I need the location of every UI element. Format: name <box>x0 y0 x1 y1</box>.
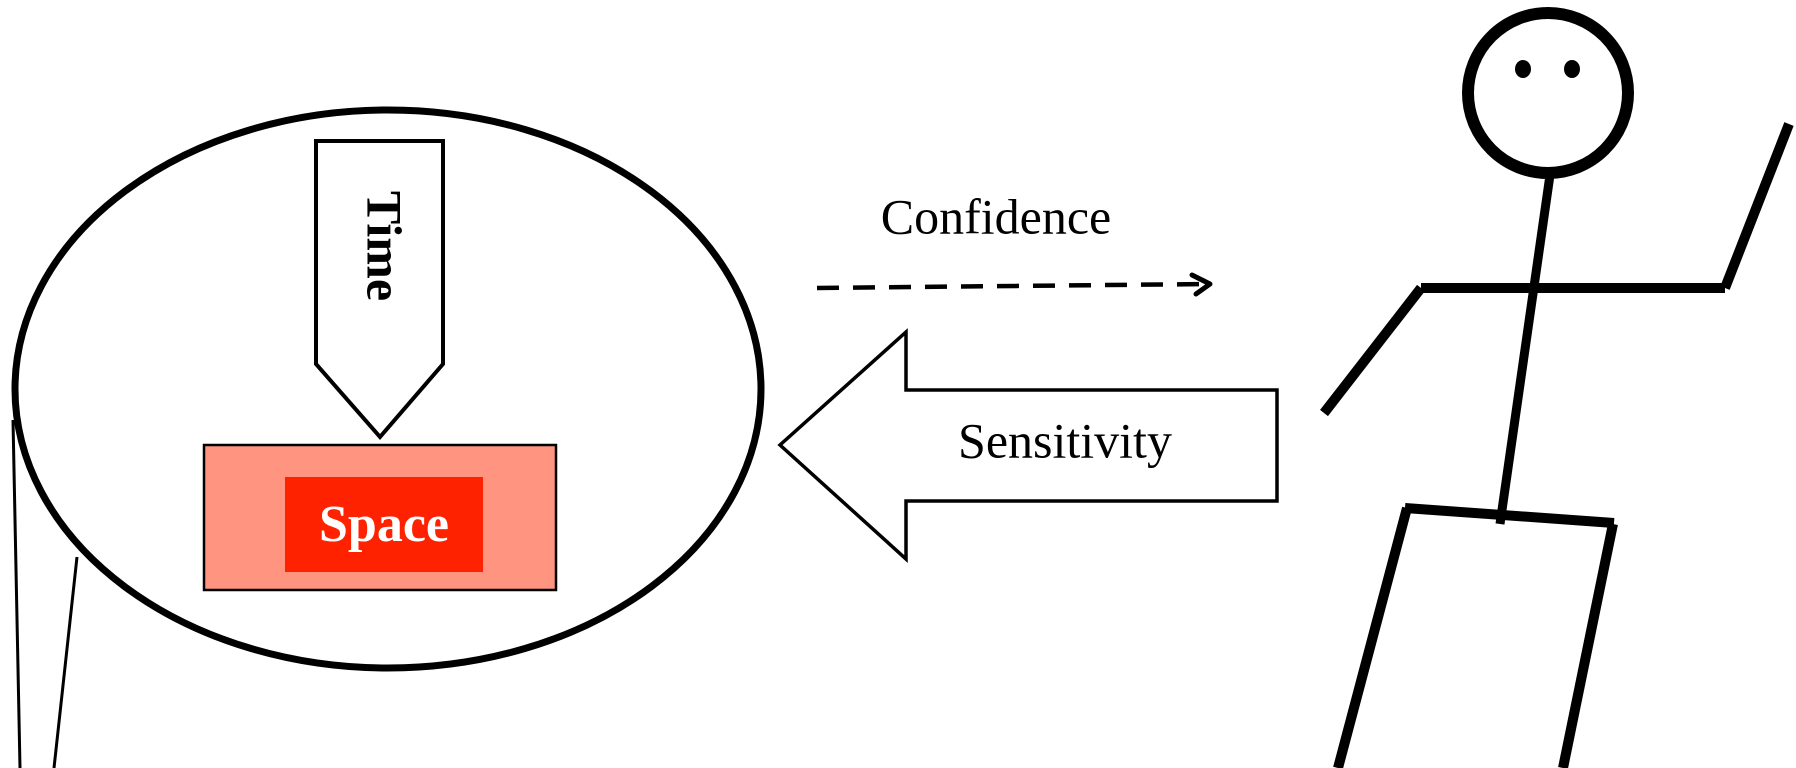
time-arrow: Time <box>314 139 445 441</box>
sensitivity-arrow: Sensitivity <box>777 328 1279 563</box>
space-inner-rect <box>285 477 483 572</box>
time-arrow-shape <box>314 139 445 441</box>
stick-figure-eye-left <box>1515 60 1531 78</box>
confidence-label: Confidence <box>881 188 1111 244</box>
space-box: Space <box>202 443 558 592</box>
stick-figure-head <box>1462 7 1634 179</box>
stick-figure-right-leg <box>1558 522 1618 768</box>
support-lines <box>11 419 79 768</box>
stick-figure-left-arm <box>1320 284 1425 417</box>
time-label: Time <box>357 191 413 301</box>
stick-figure-left-leg <box>1333 506 1412 768</box>
confidence-arrowhead <box>1189 272 1213 297</box>
sensitivity-label: Sensitivity <box>958 412 1172 468</box>
stick-figure-hips <box>1404 503 1615 528</box>
sensitivity-arrow-shape <box>777 328 1279 563</box>
stick-figure-body <box>1495 174 1555 525</box>
confidence-dashed-line <box>816 281 1209 291</box>
context-ellipse <box>11 106 765 672</box>
stick-figure-eye-right <box>1564 60 1580 78</box>
support-line-right <box>52 556 79 768</box>
stick-figure <box>1320 7 1794 768</box>
confidence-arrow: Confidence <box>816 188 1213 297</box>
stick-figure-right-arm <box>1720 122 1794 290</box>
support-line-left <box>11 419 22 768</box>
space-label: Space <box>319 496 449 553</box>
